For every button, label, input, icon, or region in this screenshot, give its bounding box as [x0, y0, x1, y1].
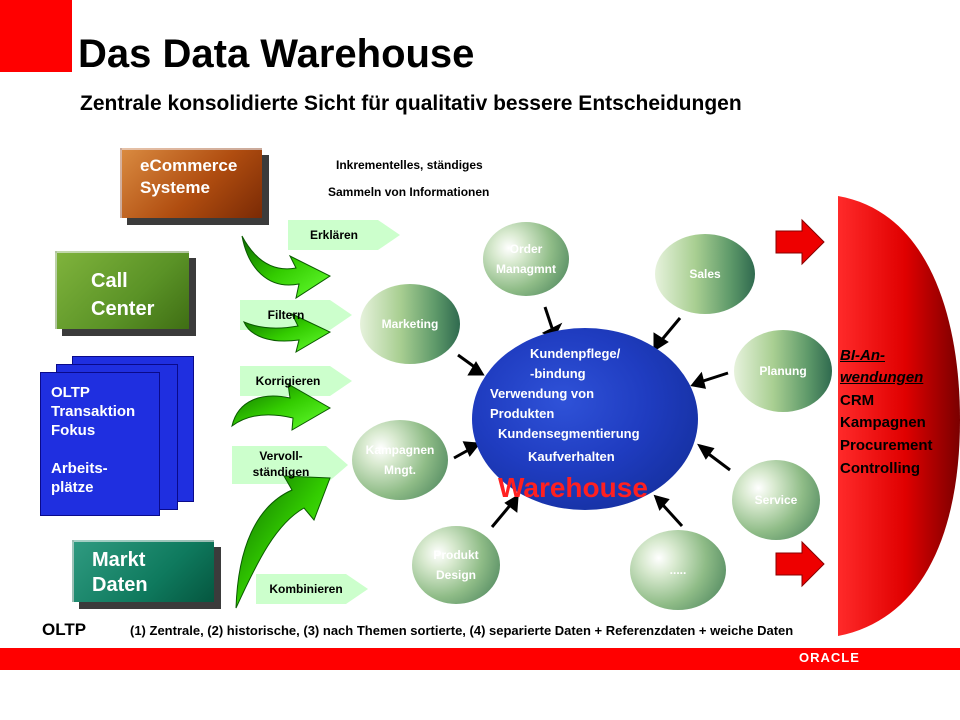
process-tag-shapes [232, 220, 400, 604]
core-line-1: Kundenpflege/ [530, 346, 621, 361]
page-subtitle: Zentrale konsolidierte Sicht für qualita… [80, 92, 742, 115]
bubble-more-label: ..... [669, 563, 687, 577]
note-line-2: Sammeln von Informationen [328, 185, 490, 199]
bi-item-controlling: Controlling [840, 460, 920, 477]
red-output-arrows [775, 218, 825, 588]
bubble-order-line-1: Order [509, 242, 543, 256]
tag-vervollstaendigen [232, 446, 348, 484]
step-korrigieren: Korrigieren [255, 374, 321, 388]
oracle-logo: ORACLE [799, 650, 860, 665]
oltp-line-5: Arbeits- [51, 460, 108, 477]
source-oltp-workstations: OLTP Transaktion Fokus Arbeits- plätze [40, 372, 160, 516]
source-call-center: Call Center [55, 251, 189, 329]
step-filtern: Filtern [267, 308, 305, 322]
step-kombinieren: Kombinieren [269, 582, 343, 596]
oltp-line-6: plätze [51, 479, 94, 496]
source-ecommerce-systems: eCommerce Systeme [120, 148, 262, 218]
tag-kombinieren [256, 574, 368, 604]
bubble-order-management: Order Managmnt [483, 222, 569, 296]
core-line-6: Kaufverhalten [528, 449, 615, 464]
bubble-produkt-line-1: Produkt [433, 548, 479, 562]
bubble-produkt-design: Produkt Design [412, 526, 500, 604]
step-vervoll-line-2: ständigen [252, 465, 310, 479]
bubble-kampagnen-line-1: Kampagnen [365, 443, 435, 457]
source-market-data: Markt Daten [72, 540, 214, 602]
bubble-kampagnen-mngt: Kampagnen Mngt. [352, 420, 448, 500]
core-line-4: Produkten [490, 406, 555, 421]
green-flow-arrows [231, 235, 332, 609]
source-ecommerce-line-2: Systeme [140, 178, 210, 197]
bubble-marketing-label: Marketing [381, 317, 439, 331]
green-arrow-2 [243, 312, 332, 354]
bubble-service-label: Service [754, 493, 798, 507]
tag-korrigieren [240, 366, 352, 396]
bi-applications-arc [838, 196, 960, 636]
bubble-service: Service [732, 460, 820, 540]
bubble-produkt-line-2: Design [435, 568, 476, 582]
oltp-line-3: Fokus [51, 422, 96, 439]
bi-item-crm: CRM [840, 392, 875, 409]
red-arrow-top [775, 218, 825, 266]
bubble-sales: Sales [655, 234, 755, 314]
core-line-5: Kundensegmentierung [498, 426, 640, 441]
step-vervollstaendigen: Vervoll- ständigen [234, 448, 328, 480]
bubble-marketing: Marketing [360, 284, 460, 364]
footer-red-bar [0, 648, 960, 670]
source-call-center-line-2: Center [91, 298, 155, 320]
bi-item-kampagnen: Kampagnen [840, 414, 926, 431]
source-call-center-line-1: Call [91, 270, 128, 292]
source-markt-line-1: Markt [92, 549, 146, 571]
oltp-line-1: OLTP [51, 384, 90, 401]
red-corner-block [0, 0, 72, 72]
bubble-more: ..... [630, 530, 726, 610]
green-arrow-3 [231, 383, 332, 431]
bubble-planung-label: Planung [759, 364, 807, 378]
source-markt-line-2: Daten [92, 574, 148, 596]
warehouse-label: Warehouse [498, 472, 648, 503]
step-erklaeren: Erklären [309, 228, 359, 242]
red-arrow-bottom [775, 540, 825, 588]
footer-oltp-label: OLTP [42, 620, 87, 639]
bi-heading-line-1: BI-An- [840, 347, 885, 364]
bi-heading-line-2: wendungen [840, 369, 924, 386]
footer-description: (1) Zentrale, (2) historische, (3) nach … [130, 623, 794, 638]
tag-erklaeren [288, 220, 400, 250]
note-line-1: Inkrementelles, ständiges [336, 158, 483, 172]
page-title: Das Data Warehouse [78, 32, 475, 76]
bubble-sales-label: Sales [689, 267, 721, 281]
green-arrow-4 [235, 475, 331, 609]
step-vervoll-line-1: Vervoll- [259, 449, 303, 463]
bubble-planung: Planung [734, 330, 832, 412]
source-ecommerce-line-1: eCommerce [140, 156, 238, 175]
core-line-3: Verwendung von [490, 386, 595, 401]
bubble-order-line-2: Managmnt [496, 262, 556, 276]
bi-item-procurement: Procurement [840, 437, 933, 454]
bubble-kampagnen-line-2: Mngt. [384, 463, 416, 477]
green-arrow-1 [241, 235, 332, 300]
warehouse-core [472, 328, 698, 510]
tag-filtern [240, 300, 352, 330]
connector-arrows [453, 306, 731, 528]
core-line-2: -bindung [530, 366, 586, 381]
oltp-line-2: Transaktion [51, 403, 136, 420]
